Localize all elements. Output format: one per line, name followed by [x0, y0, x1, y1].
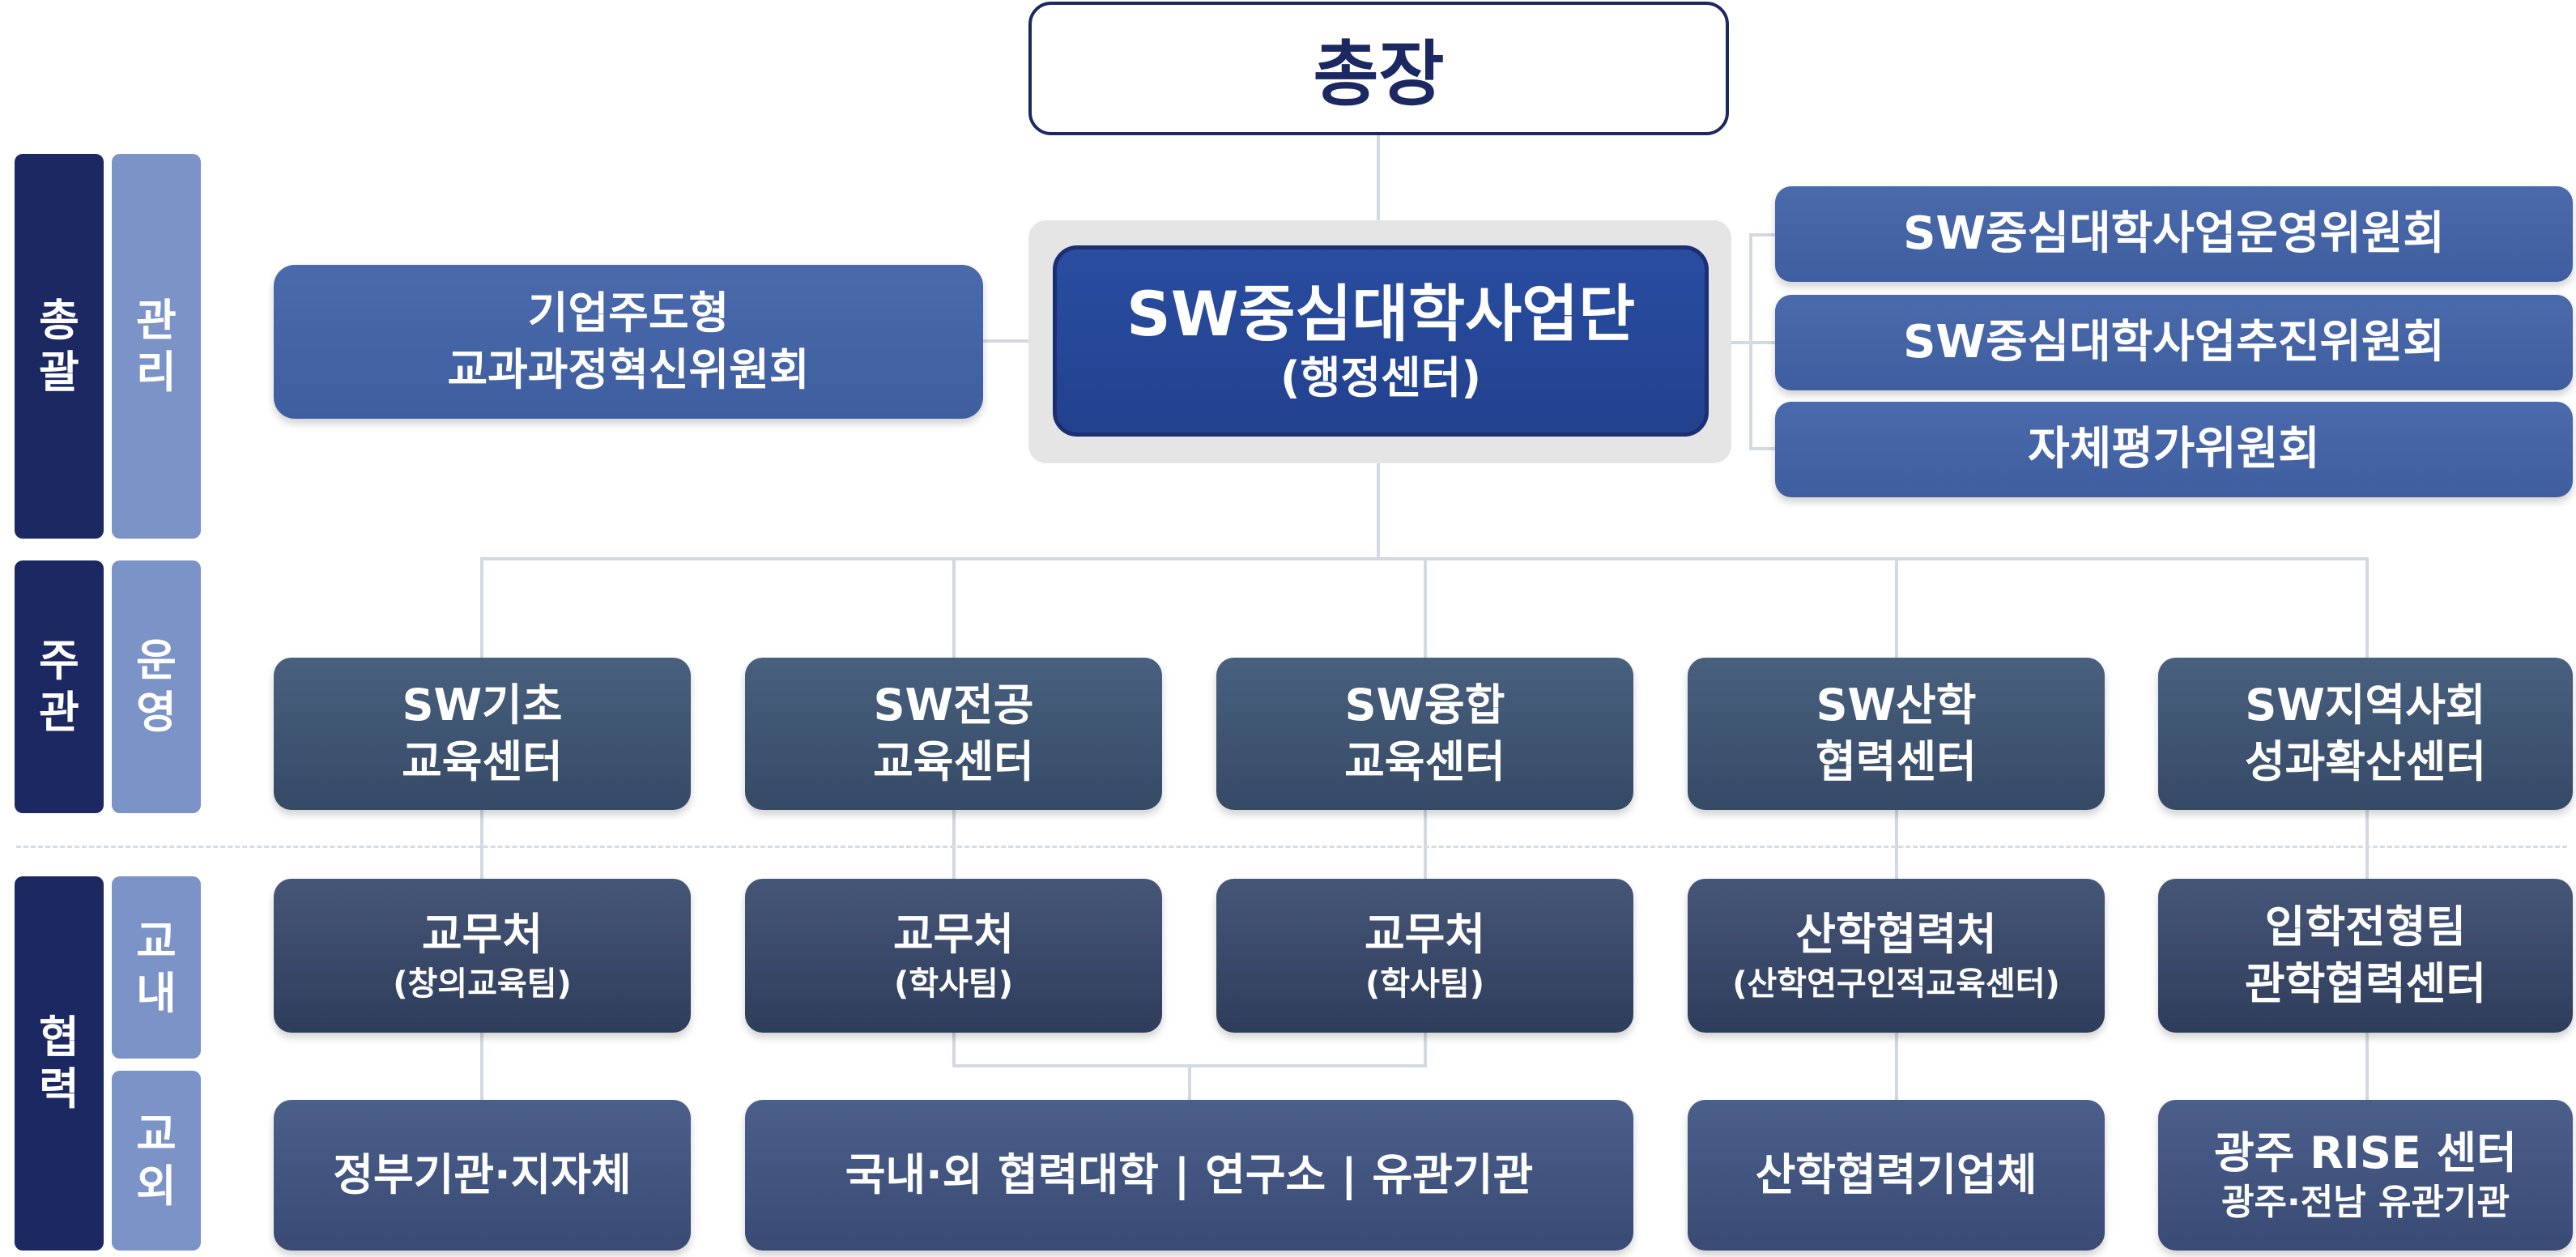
connector-center-4: [1895, 557, 1898, 658]
external-government: 정부기관·지자체: [274, 1100, 691, 1251]
band-manage: 관 리: [112, 154, 201, 539]
committee-promotion: SW중심대학사업추진위원회: [1775, 295, 2573, 390]
center-sw-major: SW전공 교육센터: [745, 658, 1162, 810]
connector-center-1: [480, 557, 483, 658]
connector-center-3: [1424, 557, 1427, 658]
connector-president-hq: [1377, 134, 1380, 223]
connector-col23-down: [1188, 1064, 1191, 1100]
hq-title: SW중심대학사업단: [1126, 277, 1635, 350]
connector-right-stub: [1730, 341, 1751, 344]
hq-box: SW중심대학사업단 (행정센터): [1053, 245, 1709, 437]
band-coop: 협 력: [15, 876, 104, 1251]
president-label: 총장: [1313, 32, 1445, 116]
connector-right-3: [1749, 447, 1775, 450]
internal-academic-affairs-registrar-1: 교무처 (학사팀): [745, 879, 1162, 1033]
internal-industry-cooperation: 산학협력처 (산학연구인적교육센터): [1688, 879, 2105, 1033]
connector-right-1: [1749, 233, 1775, 236]
external-universities-institutes: 국내·외 협력대학 | 연구소 | 유관기관: [745, 1100, 1633, 1251]
committee-self-evaluation: 자체평가위원회: [1775, 402, 2573, 497]
internal-academic-affairs-registrar-2: 교무처 (학사팀): [1216, 879, 1633, 1033]
center-sw-community: SW지역사회 성과확산센터: [2158, 658, 2573, 810]
internal-academic-affairs-creative: 교무처 (창의교육팀): [274, 879, 691, 1033]
center-sw-basic: SW기초 교육센터: [274, 658, 691, 810]
internal-admissions: 입학전형팀 관학협력센터: [2158, 879, 2573, 1033]
band-external: 교 외: [112, 1071, 201, 1251]
committee-curriculum-innovation: 기업주도형 교과과정혁신위원회: [274, 265, 983, 419]
band-general: 총 괄: [15, 154, 104, 539]
connector-left-committee: [981, 339, 1028, 343]
external-gwangju-rise: 광주 RISE 센터 광주·전남 유관기관: [2158, 1100, 2573, 1251]
connector-hq-down: [1377, 462, 1380, 559]
band-host: 주 관: [15, 560, 104, 813]
external-industry-companies: 산학협력기업체: [1688, 1100, 2105, 1251]
president-box: 총장: [1028, 2, 1729, 135]
hq-subtitle: (행정센터): [1279, 352, 1482, 403]
connector-right-2: [1749, 341, 1775, 344]
committee-operation: SW중심대학사업운영위원회: [1775, 186, 2573, 282]
center-sw-convergence: SW융합 교육센터: [1216, 658, 1633, 810]
center-sw-industry: SW산학 협력센터: [1688, 658, 2105, 810]
band-operate: 운 영: [112, 560, 201, 813]
connector-center-5: [2365, 557, 2369, 658]
connector-center-2: [952, 557, 956, 658]
band-internal: 교 내: [112, 876, 201, 1059]
section-divider: [16, 846, 2567, 848]
